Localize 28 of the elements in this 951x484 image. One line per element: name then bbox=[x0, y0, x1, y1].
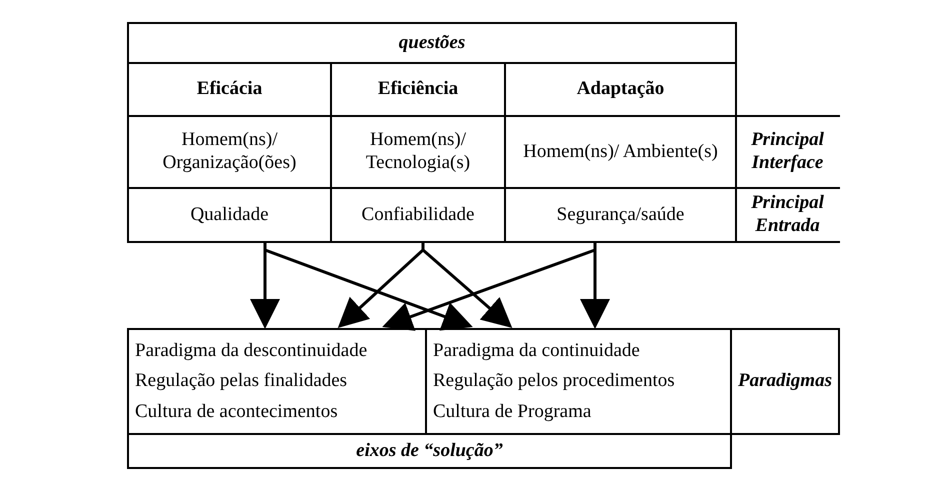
cell-text: Paradigma da continuidade bbox=[433, 338, 640, 363]
cell-text: Principal Interface bbox=[750, 129, 825, 175]
cell-text: Cultura de acontecimentos bbox=[135, 400, 338, 424]
cell-text: Confiabilidade bbox=[362, 204, 474, 226]
cell-text: Eficácia bbox=[196, 78, 262, 101]
cell-text: Homem(ns)/ Ambiente(s) bbox=[523, 140, 718, 164]
header-cell bbox=[127, 22, 737, 64]
cell-text: eixos de “solução” bbox=[356, 440, 503, 462]
footer-cell bbox=[127, 433, 732, 469]
cell-text: Principal Entrada bbox=[750, 192, 825, 238]
cell-text: Qualidade bbox=[190, 204, 269, 226]
arrow bbox=[422, 243, 512, 328]
arrow bbox=[264, 243, 473, 331]
cell-text: Segurança/saúde bbox=[556, 204, 684, 226]
cell-text: Cultura de Programa bbox=[433, 400, 592, 424]
cell-text: Paradigma da descontinuidade bbox=[135, 338, 368, 363]
paradigm-cell bbox=[127, 328, 427, 435]
cell-text: Regulação pelos procedimentos bbox=[433, 369, 675, 394]
cell-text: Adaptação bbox=[576, 78, 664, 101]
cell-text: Eficiência bbox=[378, 78, 458, 101]
cell-text: questões bbox=[398, 32, 466, 54]
cell-text: Homem(ns)/ Organização(ões) bbox=[162, 129, 298, 175]
table-cell bbox=[504, 187, 737, 243]
table-cell bbox=[127, 187, 332, 243]
cell-text: Paradigmas bbox=[738, 370, 832, 393]
row-label bbox=[730, 328, 840, 435]
cell-text: Regulação pelas finalidades bbox=[135, 369, 348, 394]
cell-text: Homem(ns)/ Tecnologia(s) bbox=[364, 129, 472, 175]
